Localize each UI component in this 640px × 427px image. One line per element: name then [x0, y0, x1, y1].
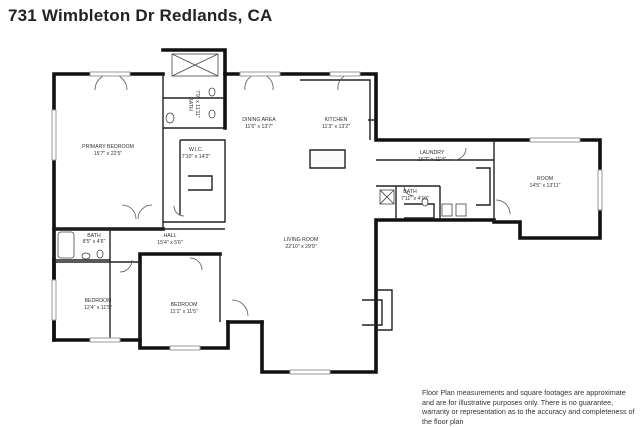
room-wic: W.I.C. 7'10" x 14'2": [182, 147, 211, 160]
room-bedroom-2: BEDROOM 11'1" x 11'5": [170, 302, 198, 315]
room-laundry-bath: BATH 7'11" x 4'10": [401, 189, 429, 202]
room-label: BEDROOM: [85, 298, 112, 304]
room-label: DINING AREA: [242, 117, 276, 123]
room-dimensions: 8'5" x 4'6": [83, 239, 106, 245]
room-dining-area: DINING AREA 11'6" x 13'7": [242, 117, 276, 130]
room-dimensions: 16'7" x 11'4": [418, 157, 446, 163]
room-dimensions: 22'10" x 29'9": [285, 244, 316, 250]
room-dimensions: 11'6" x 13'7": [245, 124, 273, 130]
room-dimensions: 12'4" x 11'5": [84, 305, 112, 311]
room-label: ROOM: [537, 176, 553, 182]
room-dimensions: 15'7" x 22'5": [94, 151, 123, 157]
room-hall-bath: BATH 8'5" x 4'6": [83, 233, 106, 245]
room-label: BATH: [187, 97, 193, 111]
room-dimensions: 7'10" x 14'2": [182, 154, 211, 160]
room-living-room: LIVING ROOM 22'10" x 29'9": [284, 237, 319, 250]
room-bedroom-1: BEDROOM 12'4" x 11'5": [84, 298, 112, 311]
room-label: LAUNDRY: [420, 150, 445, 156]
room-primary-bedroom: PRIMARY BEDROOM 15'7" x 22'5": [82, 144, 134, 157]
room-label: PRIMARY BEDROOM: [82, 144, 134, 150]
room-primary-bath: BATH 7'9" x 11'11": [187, 90, 200, 118]
room-laundry: LAUNDRY 16'7" x 11'4": [418, 150, 446, 163]
room-room: ROOM 14'5" x 13'11": [530, 176, 561, 189]
disclaimer-text: Floor Plan measurements and square foota…: [422, 388, 635, 426]
room-label: W.I.C.: [189, 147, 203, 153]
room-dimensions: 14'5" x 13'11": [530, 183, 561, 189]
page-title: 731 Wimbleton Dr Redlands, CA: [8, 6, 273, 25]
room-dimensions: 7'9" x 11'11": [194, 90, 200, 118]
room-label: LIVING ROOM: [284, 237, 319, 243]
room-label: BEDROOM: [171, 302, 198, 308]
room-dimensions: 11'1" x 11'5": [170, 309, 198, 315]
room-label: KITCHEN: [325, 117, 348, 123]
room-dimensions: 15'4" x 5'6": [157, 240, 183, 246]
room-label: HALL: [164, 233, 177, 239]
room-hall: HALL 15'4" x 5'6": [157, 233, 183, 246]
room-kitchen: KITCHEN 11'3" x 13'2": [322, 117, 350, 130]
room-label: BATH: [87, 233, 101, 239]
room-dimensions: 11'3" x 13'2": [322, 124, 350, 130]
room-label: BATH: [403, 189, 417, 195]
room-dimensions: 7'11" x 4'10": [401, 196, 429, 202]
